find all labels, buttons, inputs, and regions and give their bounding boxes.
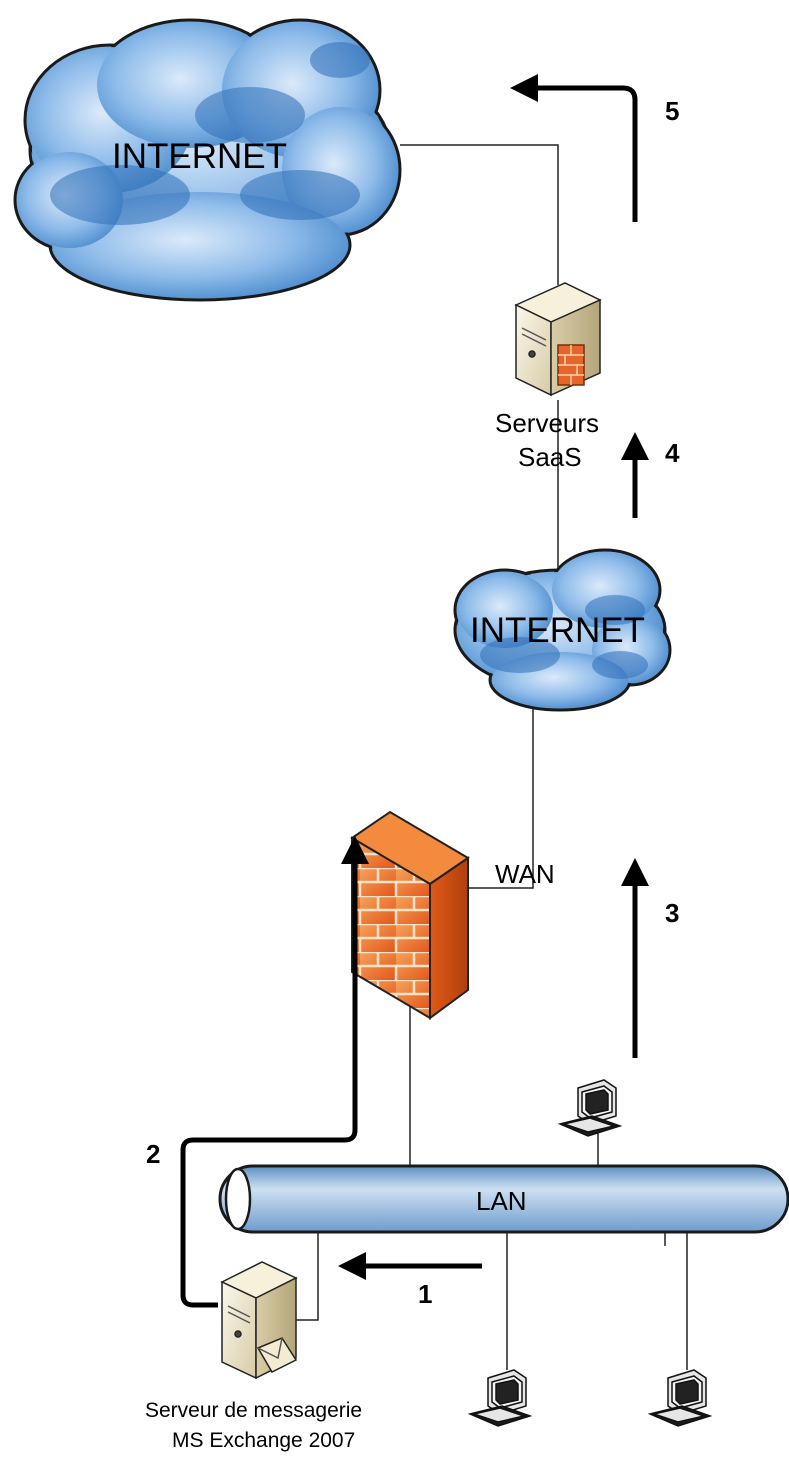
wan-label: WAN [495,859,555,889]
mail-server-label-line1: Serveur de messagerie [145,1399,362,1422]
flow-arrows [180,85,638,1308]
arrow-step-2 [180,860,358,1308]
workstation-bottom-left [467,1369,533,1427]
arrowhead-step-3 [621,858,649,886]
saas-server: Serveurs SaaS [495,282,602,472]
computer-icon [557,1079,623,1137]
server-icon [514,282,602,397]
arrowhead-step-1 [338,1252,366,1280]
computer-icon [647,1369,713,1427]
arrowhead-step-2 [341,836,369,864]
step-2-label: 2 [146,1139,160,1169]
computer-icon [467,1369,533,1427]
line-internet-to-saas [400,144,559,285]
firewall-icon [350,810,470,1020]
saas-label-line1: Serveurs [495,408,599,438]
internet-middle-label: INTERNET [470,611,645,650]
mail-server-label-line2: MS Exchange 2007 [172,1429,355,1452]
step-5-label: 5 [665,96,679,126]
saas-label-line2: SaaS [518,442,582,472]
connection-lines [296,144,688,1370]
arrowhead-step-4 [621,432,649,460]
step-numbers: 5 4 3 2 1 [146,96,680,1309]
internet-top-label: INTERNET [112,137,287,176]
line-lan-to-mail-server [296,1232,319,1321]
internet-cloud-middle: INTERNET [453,548,672,712]
step-4-label: 4 [665,438,680,468]
arrowhead-step-5 [510,74,538,102]
lan-bus: LAN [218,1164,789,1234]
arrow-step-5 [535,85,638,222]
line-internet-mid-to-firewall [462,700,534,889]
arrow-heads [338,74,649,1280]
mail-server: Serveur de messagerie MS Exchange 2007 [145,1261,362,1452]
lan-label: LAN [476,1186,527,1216]
workstation-top [557,1079,623,1137]
step-1-label: 1 [418,1279,432,1309]
mail-server-icon [220,1261,298,1380]
workstation-bottom-right [647,1369,713,1427]
step-3-label: 3 [665,898,679,928]
internet-cloud-top: INTERNET [13,18,402,302]
firewall: WAN [350,810,555,1020]
